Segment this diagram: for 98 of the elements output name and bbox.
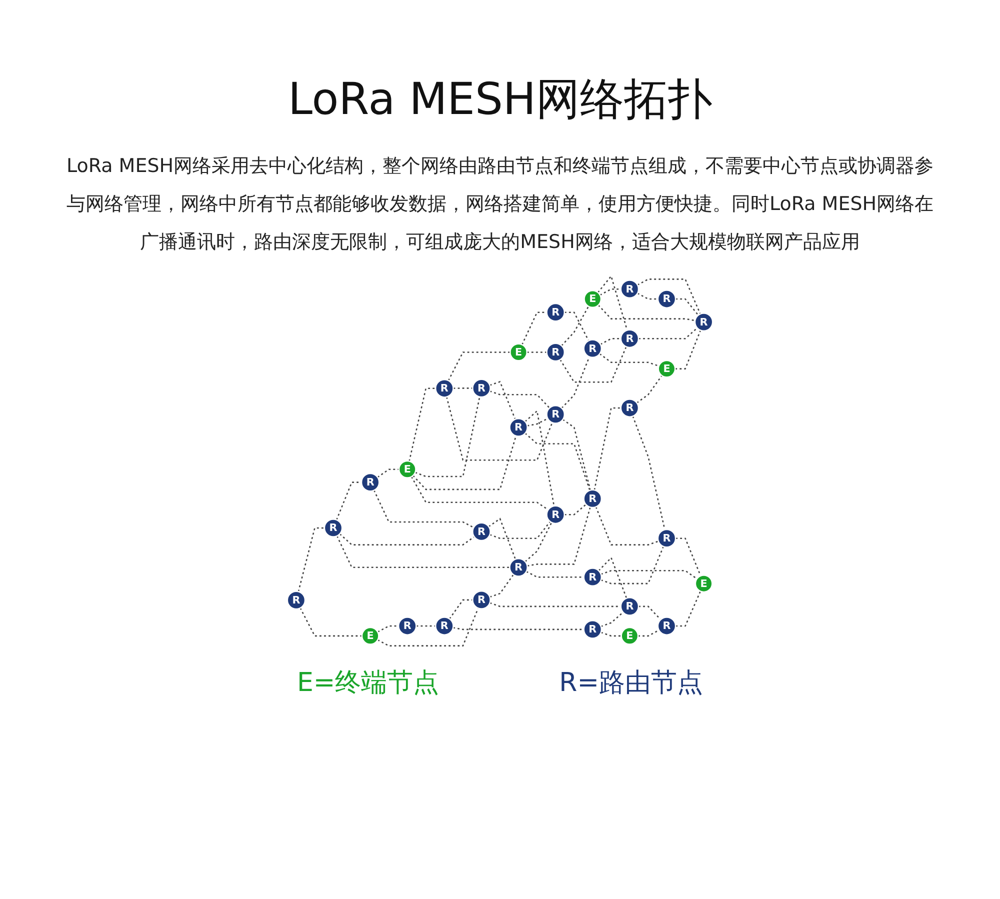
connector bbox=[416, 625, 436, 627]
node-circle: R bbox=[472, 378, 491, 398]
node-circle: R bbox=[286, 590, 306, 610]
connector bbox=[408, 388, 436, 462]
node-circle: R bbox=[657, 528, 676, 548]
connector bbox=[561, 306, 590, 346]
node-circle: R bbox=[546, 505, 566, 524]
description-text: LoRa MESH网络采用去中心化结构，整个网络由路由节点和终端节点组成，不需要中心节点或协调器参与网络管理，网络中所有节点都能够收发数据，网络搭建简单，使用方便快捷。同时LoRa MESH网络在广播通讯时，路由深度无限制，可组成庞大的MESH网络，适合大规模物联网产品应用 bbox=[65, 154, 935, 255]
connector bbox=[676, 591, 702, 627]
node-circle: E bbox=[361, 626, 380, 645]
node-circle: R bbox=[546, 405, 566, 424]
connector bbox=[446, 396, 553, 461]
node-circle: E bbox=[584, 290, 602, 308]
connector bbox=[594, 407, 621, 490]
connector bbox=[410, 476, 549, 510]
connector bbox=[600, 288, 621, 296]
connector bbox=[638, 630, 660, 637]
connector bbox=[597, 274, 628, 330]
connector bbox=[452, 626, 584, 630]
connector bbox=[414, 396, 480, 478]
connector bbox=[453, 388, 473, 389]
connector bbox=[600, 338, 621, 345]
connector bbox=[412, 436, 517, 490]
connector bbox=[490, 602, 621, 608]
node-circle: R bbox=[434, 616, 454, 636]
connector bbox=[300, 608, 362, 637]
node-circle: R bbox=[583, 489, 602, 508]
connector bbox=[637, 278, 701, 314]
connector bbox=[488, 518, 516, 560]
node-circle: R bbox=[472, 590, 491, 610]
connector bbox=[595, 506, 659, 546]
connector bbox=[600, 632, 622, 637]
connector bbox=[298, 527, 324, 592]
connector bbox=[526, 352, 547, 353]
connector bbox=[564, 312, 590, 341]
node-circle: R bbox=[657, 616, 676, 636]
connector bbox=[524, 522, 552, 562]
connector bbox=[632, 416, 666, 530]
node-circle: R bbox=[620, 280, 640, 299]
title: LoRa MESH网络拓扑 bbox=[288, 73, 712, 127]
connector bbox=[526, 570, 584, 578]
node-circle: R bbox=[583, 339, 602, 358]
node-circle: R bbox=[620, 329, 640, 348]
connector bbox=[524, 432, 590, 491]
node-circle: R bbox=[657, 290, 676, 308]
connector bbox=[638, 606, 662, 620]
connector bbox=[600, 546, 664, 584]
node-circle: R bbox=[620, 596, 640, 616]
connector bbox=[373, 490, 474, 528]
node-circle: E bbox=[620, 626, 639, 645]
connector bbox=[637, 292, 658, 300]
node-circle: E bbox=[398, 460, 416, 478]
connector bbox=[490, 521, 551, 539]
connector bbox=[598, 556, 628, 598]
node-circle: R bbox=[583, 620, 602, 639]
connector bbox=[524, 410, 555, 506]
node-circle: R bbox=[324, 518, 343, 538]
node-circle: E bbox=[658, 360, 676, 378]
connector bbox=[490, 574, 514, 598]
legend-entry: R=路由节点 bbox=[559, 667, 704, 700]
connector bbox=[638, 327, 698, 340]
connector bbox=[339, 533, 475, 546]
node-circle: R bbox=[509, 418, 528, 437]
node-circle: R bbox=[398, 616, 417, 636]
legend-entry: E=终端节点 bbox=[296, 667, 440, 700]
connector bbox=[377, 625, 399, 633]
connector bbox=[676, 298, 699, 316]
connector bbox=[336, 482, 362, 520]
node-circle: R bbox=[434, 378, 454, 398]
connector bbox=[336, 536, 510, 568]
node-circle: R bbox=[360, 472, 380, 492]
connector bbox=[636, 375, 662, 404]
connector bbox=[521, 312, 547, 345]
connector bbox=[449, 599, 473, 620]
node-circle: R bbox=[472, 522, 491, 542]
connector bbox=[377, 468, 399, 478]
connector bbox=[598, 304, 696, 322]
connector bbox=[527, 507, 591, 567]
connector bbox=[599, 353, 660, 367]
connector bbox=[675, 330, 702, 370]
node-circle: R bbox=[509, 558, 528, 577]
connector bbox=[600, 612, 624, 628]
connector bbox=[561, 356, 590, 409]
node-circle: R bbox=[546, 302, 566, 322]
node-circle: R bbox=[694, 312, 714, 332]
node-circle: E bbox=[694, 574, 713, 593]
connector bbox=[490, 390, 550, 408]
connector bbox=[448, 352, 510, 381]
connector bbox=[564, 504, 586, 516]
connector bbox=[490, 380, 516, 420]
node-circle: E bbox=[510, 343, 528, 362]
connector bbox=[600, 570, 698, 580]
node-circle: R bbox=[620, 398, 640, 418]
node-circle: R bbox=[583, 568, 602, 587]
connector bbox=[560, 346, 627, 383]
connector bbox=[527, 418, 548, 426]
node-circle: R bbox=[546, 342, 566, 362]
connector bbox=[562, 419, 592, 490]
